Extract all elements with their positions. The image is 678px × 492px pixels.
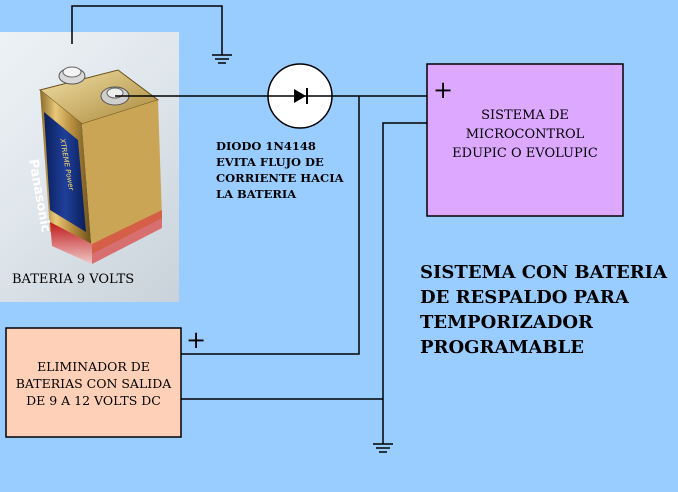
eliminator-box-line: BATERIAS CON SALIDA xyxy=(15,375,172,391)
battery-label: BATERIA 9 VOLTS xyxy=(12,272,135,287)
diode-note-line: CORRIENTE HACIA xyxy=(216,171,344,185)
micro-box-rect xyxy=(426,63,624,217)
diode-note: DIODO 1N4148 EVITA FLUJO DE CORRIENTE HA… xyxy=(216,138,344,202)
diagram-title: SISTEMA CON BATERIA DE RESPALDO PARA TEM… xyxy=(420,260,667,360)
eliminator-box-line: DE 9 A 12 VOLTS DC xyxy=(26,392,161,408)
title-line: PROGRAMABLE xyxy=(420,337,584,358)
micro-plus-sign: + xyxy=(433,76,454,104)
eliminator-box-rect xyxy=(5,327,182,438)
eliminator-box-line: ELIMINADOR DE xyxy=(37,358,150,374)
title-line: SISTEMA CON BATERIA xyxy=(420,262,668,283)
title-line: TEMPORIZADOR xyxy=(420,312,593,333)
diode-note-line: DIODO 1N4148 xyxy=(216,139,316,153)
wire-micro-ground xyxy=(382,122,427,444)
wire-eliminator-positive xyxy=(181,96,360,355)
diode-note-line: LA BATERIA xyxy=(216,187,297,201)
diode-symbol xyxy=(267,63,333,129)
ground-symbol-bottom xyxy=(373,443,393,453)
wire-battery-negative-to-ground xyxy=(71,5,223,55)
eliminator-box-text: ELIMINADOR DE BATERIAS CON SALIDA DE 9 A… xyxy=(7,350,180,416)
ground-symbol-top xyxy=(212,54,232,64)
micro-box-line: SISTEMA DE xyxy=(481,107,569,123)
title-line: DE RESPALDO PARA xyxy=(420,287,629,308)
micro-box-line: MICROCONTROL xyxy=(465,126,585,142)
eliminator-plus-sign: + xyxy=(186,326,207,354)
micro-box-text: SISTEMA DE MICROCONTROL EDUPIC O EVOLUPI… xyxy=(428,92,622,176)
diode-note-line: EVITA FLUJO DE xyxy=(216,155,324,169)
micro-box-line: EDUPIC O EVOLUPIC xyxy=(452,145,598,161)
